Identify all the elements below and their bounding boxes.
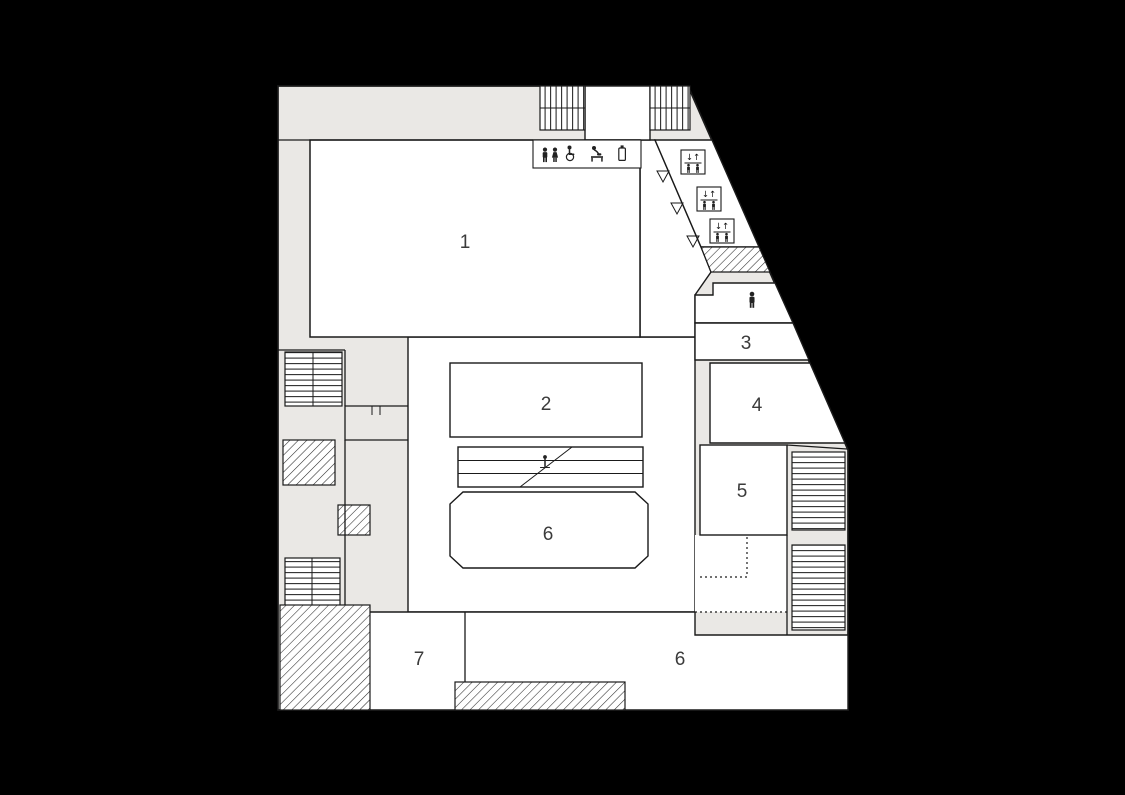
room-4	[709, 362, 847, 444]
direction-triangle-icon	[686, 235, 700, 249]
void-south-center	[454, 681, 626, 711]
elevator-1: ↓↑	[680, 149, 706, 175]
stair-landing-north	[584, 85, 651, 141]
room-4-label: 4	[752, 395, 763, 416]
void-west-a	[282, 439, 336, 486]
elevator-3: ↓↑	[709, 218, 735, 244]
room-6-lower-label: 6	[675, 649, 686, 670]
elevator-2: ↓↑	[696, 186, 722, 212]
stairs-east-lower	[791, 544, 846, 631]
room-5-label: 5	[737, 481, 748, 502]
stairs-east-upper	[791, 451, 846, 531]
facility-bar	[532, 139, 642, 169]
void-west-b	[337, 504, 371, 536]
direction-triangle-icon	[656, 170, 670, 184]
void-elevator-end	[700, 246, 771, 273]
room-7-label: 7	[414, 649, 425, 670]
room-1-label: 1	[460, 232, 471, 253]
vending-machine-icon	[618, 145, 626, 161]
wall-line	[278, 349, 346, 612]
room-6-center	[449, 491, 649, 569]
room-3	[694, 322, 811, 361]
elevator-arrows: ↓↑	[715, 222, 729, 232]
wall-line	[786, 444, 848, 450]
room-3-label: 3	[741, 333, 752, 354]
dashed-partition	[700, 537, 748, 578]
room-2-label: 2	[541, 394, 552, 415]
escalator	[457, 446, 644, 488]
room-5	[699, 444, 788, 536]
door-ticks	[371, 406, 381, 415]
escalator-icon	[539, 455, 551, 469]
room-1	[309, 139, 641, 338]
elevator-arrows: ↓↑	[686, 153, 700, 163]
void-south-west	[279, 604, 371, 711]
room-2	[449, 362, 643, 438]
baby-care-icon	[591, 146, 603, 162]
area-below-room5	[695, 535, 787, 612]
direction-triangle-icon	[670, 202, 684, 216]
elevator-arrows: ↓↑	[702, 190, 716, 200]
wheelchair-icon	[565, 145, 575, 162]
room-6-center-label: 6	[543, 524, 554, 545]
corridor-west	[344, 405, 408, 441]
